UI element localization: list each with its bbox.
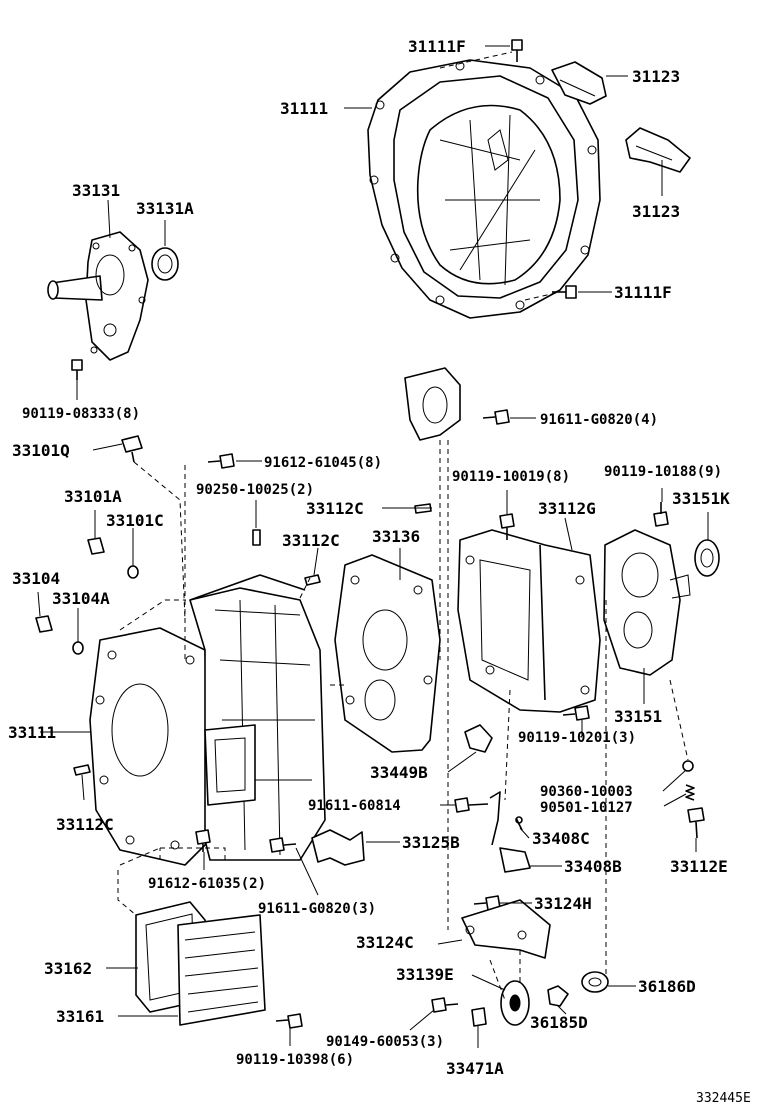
label-33112g: 33112G xyxy=(538,499,596,518)
leader-lines xyxy=(37,45,709,1048)
label-91611-60814: 91611-60814 xyxy=(308,798,401,814)
plug-33104-icon xyxy=(35,615,53,633)
label-33471a: 33471A xyxy=(446,1059,504,1078)
label-91612-61035: 91612-61035(2) xyxy=(148,876,266,892)
label-33151k: 33151K xyxy=(672,489,730,508)
bolt-91612-61035-icon xyxy=(195,829,211,852)
label-33449b: 33449B xyxy=(370,763,428,782)
transmission-case-drawing xyxy=(89,574,326,866)
label-33408b: 33408B xyxy=(564,857,622,876)
label-36186d: 36186D xyxy=(638,977,696,996)
label-33101q: 33101Q xyxy=(12,441,70,460)
bolt-90119-10398-icon xyxy=(275,1013,303,1029)
bolt-31111f-top-icon xyxy=(511,39,523,62)
label-33111: 33111 xyxy=(8,723,56,742)
label-90119-10188: 90119-10188(9) xyxy=(604,464,722,480)
oil-seal-33131a-icon xyxy=(151,247,179,281)
spring-33408c-icon xyxy=(515,816,523,831)
label-90119-10019: 90119-10019(8) xyxy=(452,469,570,485)
cover-33124c-drawing xyxy=(461,899,551,959)
bolt-91611-g0820-4-icon xyxy=(482,409,510,425)
label-31111: 31111 xyxy=(280,99,328,118)
bushing-36185d-icon xyxy=(547,985,569,1007)
label-90119-10398: 90119-10398(6) xyxy=(236,1052,354,1068)
cover-33125b-drawing xyxy=(311,829,365,866)
label-90119-10201: 90119-10201(3) xyxy=(518,730,636,746)
bushing-36186d-icon xyxy=(581,971,609,993)
gasket-plate-drawing xyxy=(404,367,461,660)
bolt-90149-60053-icon xyxy=(431,997,459,1013)
lever-33408b-drawing xyxy=(489,791,531,873)
switch-33101q-icon xyxy=(121,435,143,463)
cover-31123-top-drawing xyxy=(551,61,607,105)
label-33112c-low: 33112C xyxy=(56,815,114,834)
label-91611-g0820-4: 91611-G0820(4) xyxy=(540,412,658,428)
bolt-90119-10201-icon xyxy=(562,705,590,721)
bolt-90119-10188-icon xyxy=(653,502,669,527)
label-90149-60053: 90149-60053(3) xyxy=(326,1034,444,1050)
label-31123-top: 31123 xyxy=(632,67,680,86)
bolt-91612-61045-icon xyxy=(207,453,235,469)
bracket-33449b-icon xyxy=(464,724,493,753)
cover-33161-drawing xyxy=(177,914,266,1026)
label-31123-low: 31123 xyxy=(632,202,680,221)
label-33112e: 33112E xyxy=(670,857,728,876)
label-33151: 33151 xyxy=(614,707,662,726)
extension-housing-drawing xyxy=(47,231,149,361)
oil-seal-33151k-icon xyxy=(694,539,720,577)
clamp-33471a-icon xyxy=(471,1007,487,1027)
cover-33151-drawing xyxy=(603,529,691,676)
label-90250-10025: 90250-10025(2) xyxy=(196,482,314,498)
label-33104a: 33104A xyxy=(52,589,110,608)
pin-33112c-icon xyxy=(73,503,432,776)
label-33124c: 33124C xyxy=(356,933,414,952)
label-33161: 33161 xyxy=(56,1007,104,1026)
gear-33139e-icon xyxy=(500,980,530,1026)
bolt-91611-g0820-3-icon xyxy=(269,837,297,853)
gasket-33104a-icon xyxy=(72,641,84,655)
label-33162: 33162 xyxy=(44,959,92,978)
bolt-91611-60814-icon xyxy=(454,797,489,813)
label-90119-08333: 90119-08333(8) xyxy=(22,406,140,422)
gasket-33101c-icon xyxy=(127,565,139,579)
part-labels: 31111F 31123 31111 31123 31111F 33131 33… xyxy=(8,37,751,1106)
label-31111f-low: 31111F xyxy=(614,283,672,302)
label-33104: 33104 xyxy=(12,569,60,588)
label-33408c: 33408C xyxy=(532,829,590,848)
label-33139e: 33139E xyxy=(396,965,454,984)
label-33101c: 33101C xyxy=(106,511,164,530)
label-31111f-top: 31111F xyxy=(408,37,466,56)
bolt-90119-10019-icon xyxy=(499,513,515,540)
label-33112c-top: 33112C xyxy=(306,499,364,518)
label-90360-10003: 90360-10003 xyxy=(540,784,633,800)
ball-90360-10003-icon xyxy=(669,679,694,772)
label-91611-g0820-3: 91611-G0820(3) xyxy=(258,901,376,917)
label-33101a: 33101A xyxy=(64,487,122,506)
spring-90501-10127-icon xyxy=(685,784,695,801)
label-33131a: 33131A xyxy=(136,199,194,218)
extension-33112g-drawing xyxy=(457,529,601,713)
clutch-housing-drawing xyxy=(367,51,601,319)
label-91612-61045: 91612-61045(8) xyxy=(264,455,382,471)
bolt-31111f-low-icon xyxy=(552,285,577,299)
label-33131: 33131 xyxy=(72,181,120,200)
plug-33112e-icon xyxy=(687,807,705,839)
label-33124h: 33124H xyxy=(534,894,592,913)
diagram-reference-id: 332445E xyxy=(696,1091,751,1106)
bolt-90119-08333-icon xyxy=(71,359,83,380)
cover-31123-low-drawing xyxy=(625,127,691,173)
label-33136: 33136 xyxy=(372,527,420,546)
label-33125b: 33125B xyxy=(402,833,460,852)
label-36185d: 36185D xyxy=(530,1013,588,1032)
label-90501-10127: 90501-10127 xyxy=(540,800,633,816)
label-33112c-mid: 33112C xyxy=(282,531,340,550)
dashed-guide-lines xyxy=(117,440,607,1001)
plug-33101a-icon xyxy=(87,537,105,555)
adapter-plate-drawing xyxy=(334,554,441,753)
